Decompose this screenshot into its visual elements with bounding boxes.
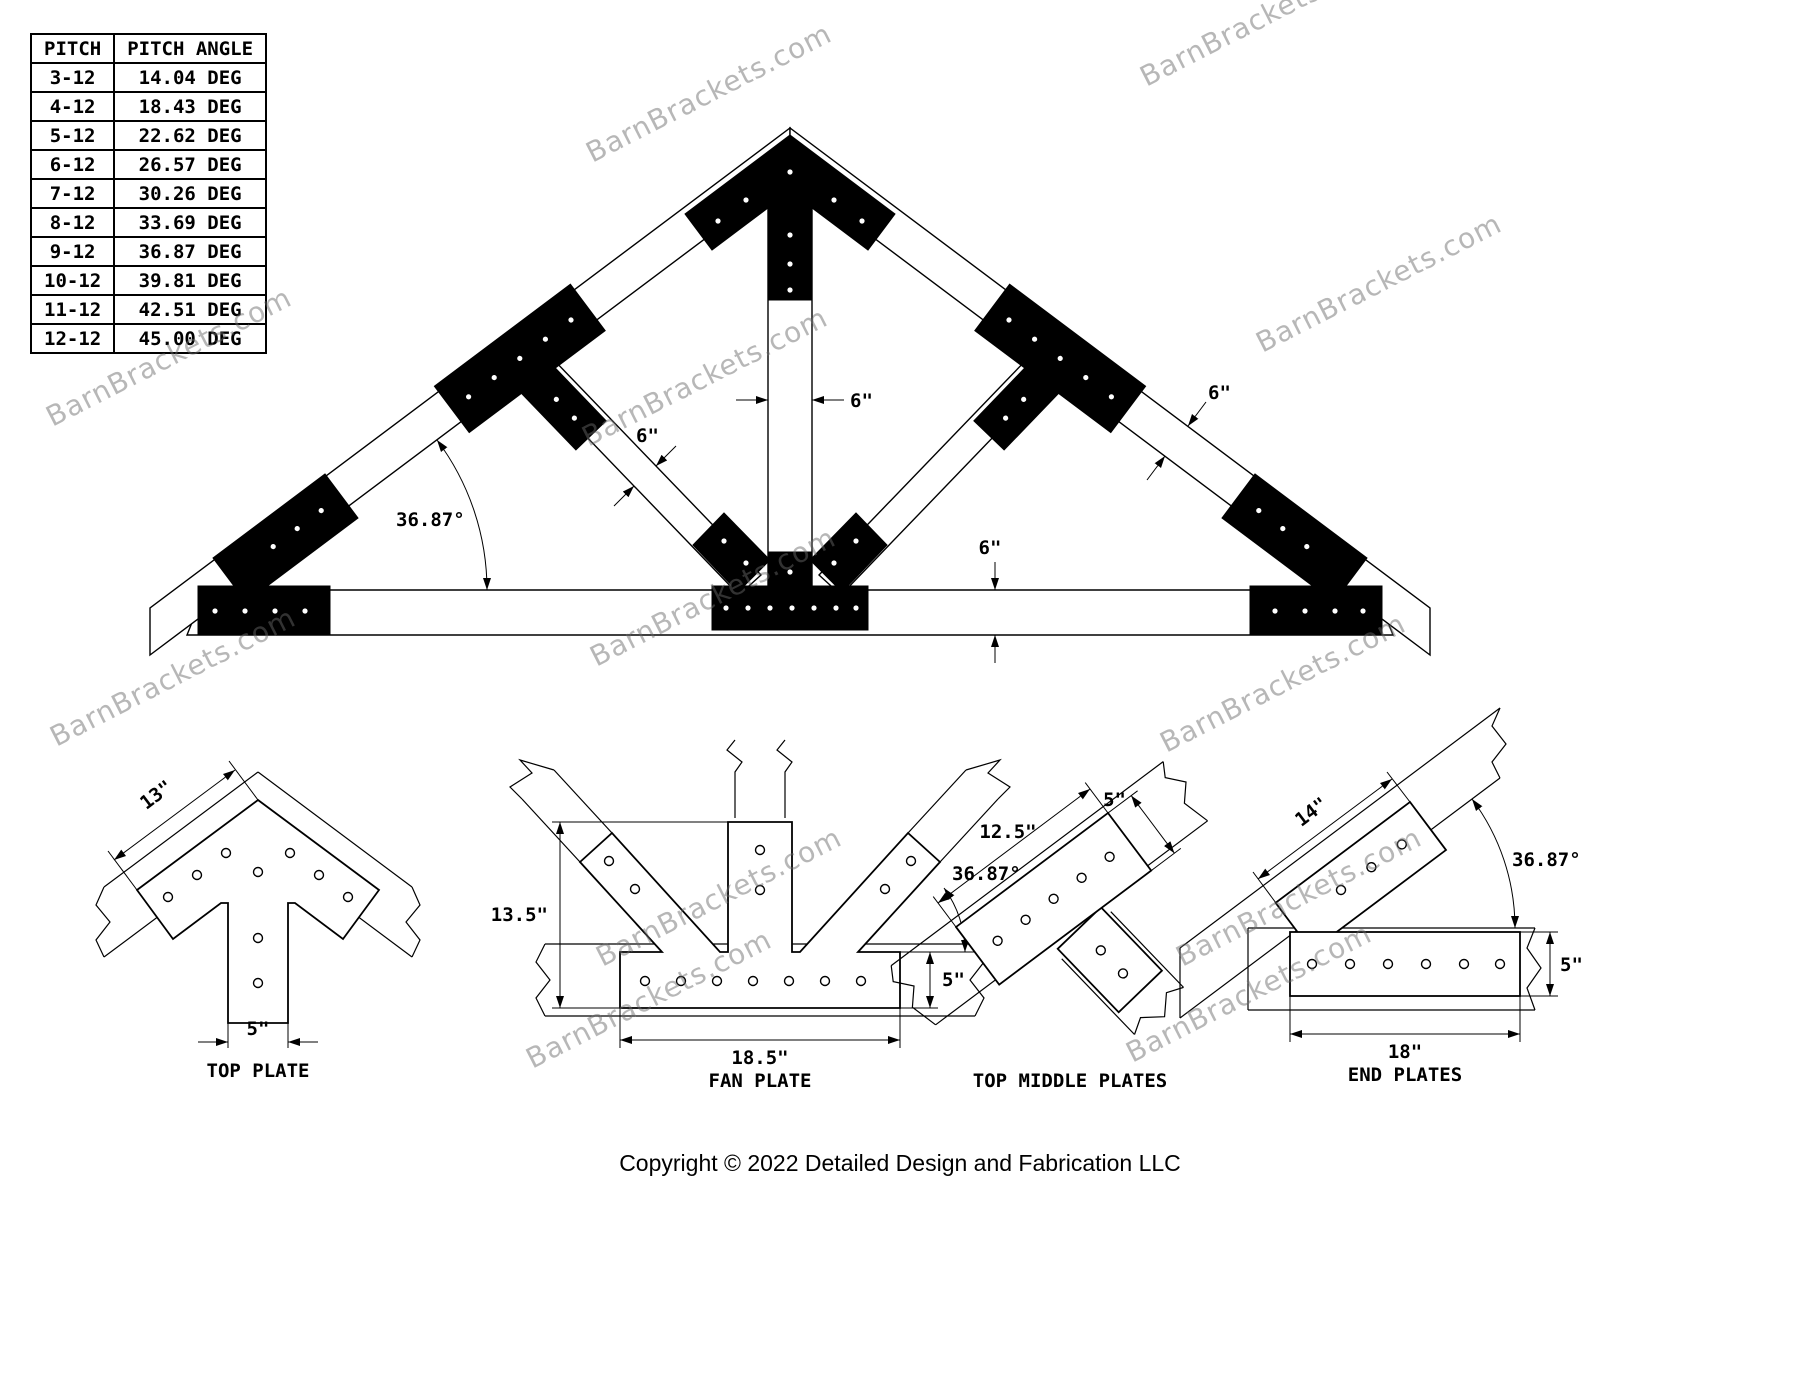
end-plate-arm-dim: 14" (1291, 793, 1332, 831)
rafter-dim-label: 6" (1208, 382, 1231, 404)
left-heel-plate (197, 473, 359, 635)
fan-plate-label: FAN PLATE (708, 1070, 812, 1092)
strut-dim-label: 6" (636, 425, 659, 447)
top-plate-label: TOP PLATE (206, 1060, 310, 1082)
top-middle-length-dim: 12.5" (979, 821, 1036, 843)
top-middle-plates-label: TOP MIDDLE PLATES (972, 1070, 1168, 1092)
detail-fan-plate: 13.5" 18.5" 5" 36.87° (491, 739, 1021, 1069)
detail-end-plate: 14" 36.87° 5" 18" (1179, 707, 1583, 1063)
fan-plate-height-dim: 13.5" (491, 904, 548, 926)
bottom-center-fan-plate (692, 512, 888, 631)
end-plate-base-dim: 18" (1388, 1041, 1422, 1063)
peak-plate (684, 134, 896, 301)
end-plates-label: END PLATES (1347, 1064, 1463, 1086)
end-plate-angle-dim: 36.87° (1512, 849, 1581, 871)
top-plate-edge-dim: 13" (136, 776, 177, 814)
right-top-middle-plate (973, 283, 1147, 451)
pitch-table-header-row: PITCH PITCH ANGLE (29, 33, 268, 64)
fan-plate-side-dim: 5" (942, 969, 965, 991)
right-heel-plate (1221, 473, 1383, 635)
pitch-header: PITCH (29, 33, 116, 64)
truss-dimensions: 36.87° 6" 6" 6" 6" (396, 382, 1231, 663)
fan-plate-base-dim: 18.5" (731, 1047, 788, 1069)
king-post-dim-label: 6" (850, 390, 873, 412)
end-plate-side-dim: 5" (1560, 954, 1583, 976)
top-middle-width-dim: 5" (1103, 789, 1126, 811)
copyright-line: Copyright © 2022 Detailed Design and Fab… (619, 1150, 1181, 1176)
pitch-angle-header: PITCH ANGLE (113, 33, 268, 64)
left-top-middle-plate (433, 283, 607, 451)
truss-angle-label: 36.87° (396, 509, 465, 531)
detail-top-middle-plate: 12.5" 5" (890, 761, 1208, 1035)
chord-dim-label: 6" (979, 537, 1002, 559)
detail-top-plate: 13" 5" (95, 760, 421, 1048)
top-plate-stem-dim: 5" (247, 1018, 270, 1040)
